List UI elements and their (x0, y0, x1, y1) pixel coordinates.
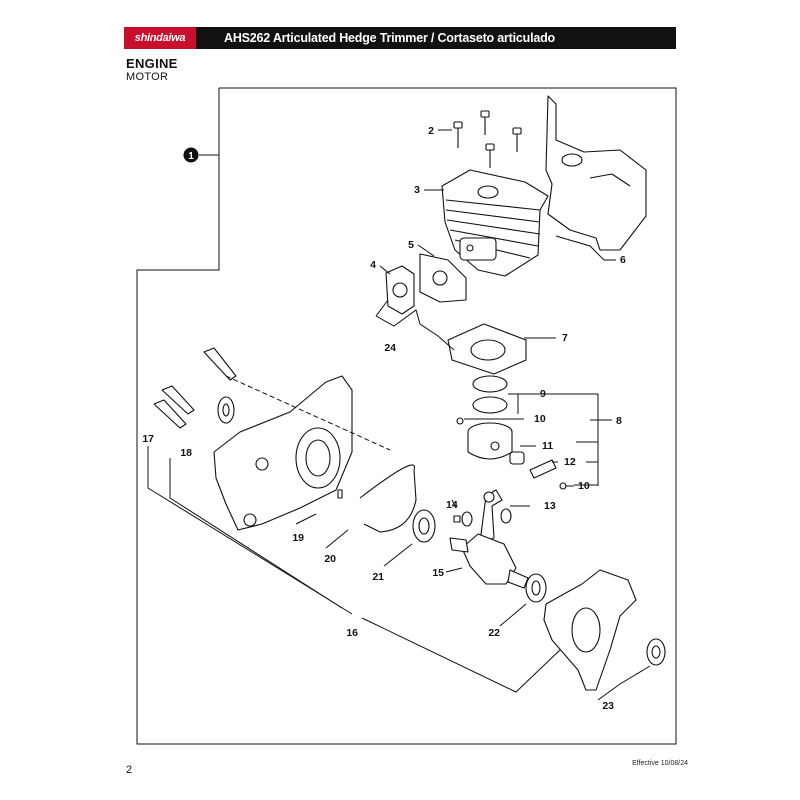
thrust-washer (461, 511, 473, 527)
crankcase-half (213, 375, 353, 531)
assembly-marker: 1 (183, 147, 219, 163)
callout-10a: 10 (534, 413, 546, 425)
section-subtitle: MOTOR (126, 71, 169, 83)
crankshaft (449, 489, 529, 589)
callout-4: 4 (370, 259, 376, 271)
callout-12: 12 (564, 456, 576, 468)
piston (467, 422, 513, 460)
section-title: ENGINE (126, 56, 178, 71)
circlip (456, 417, 464, 425)
assembly-frame (136, 87, 677, 745)
callout-19: 19 (292, 532, 304, 544)
callout-16: 16 (346, 627, 358, 639)
needle-bearing (509, 451, 525, 465)
callout-11: 11 (542, 440, 553, 452)
effective-date: Effective 10/08/24 (632, 760, 688, 767)
callout-22: 22 (488, 627, 500, 639)
callout-2: 2 (428, 125, 434, 137)
cylinder-bolt (453, 110, 522, 168)
woodruff-key (453, 515, 461, 523)
brand-logo: shindaiwa (124, 27, 196, 49)
callout-15: 15 (432, 567, 444, 579)
callout-3: 3 (414, 184, 420, 196)
main-bearing (412, 509, 547, 603)
piston-ring (472, 375, 508, 393)
callout-23: 23 (602, 700, 614, 712)
callout-17: 17 (142, 433, 154, 445)
cylinder (441, 169, 549, 277)
callout-5: 5 (408, 239, 414, 251)
piston-pin (529, 459, 557, 479)
callout-7: 7 (562, 332, 568, 344)
callout-24: 24 (384, 342, 396, 354)
callout-18: 18 (180, 447, 192, 459)
dowel-pin (337, 489, 343, 499)
header-bar: shindaiwa AHS262 Articulated Hedge Trimm… (124, 27, 676, 49)
callout-14: 14 (446, 499, 458, 511)
callout-8: 8 (616, 415, 622, 427)
callout-20: 20 (324, 553, 336, 565)
crankcase-gasket (359, 464, 417, 533)
svg-text:1: 1 (188, 151, 194, 162)
callout-13: 13 (544, 500, 556, 512)
callout-21: 21 (372, 571, 384, 583)
document-title: AHS262 Articulated Hedge Trimmer / Corta… (224, 31, 555, 45)
callout-6: 6 (620, 254, 626, 266)
callout-10b: 10 (578, 480, 590, 492)
page-number: 2 (126, 764, 133, 776)
heat-shield (545, 95, 647, 251)
crankcase-screw (153, 347, 237, 429)
callout-9: 9 (540, 388, 546, 400)
oil-seal (217, 396, 666, 666)
crankcase-half-right (543, 569, 637, 691)
